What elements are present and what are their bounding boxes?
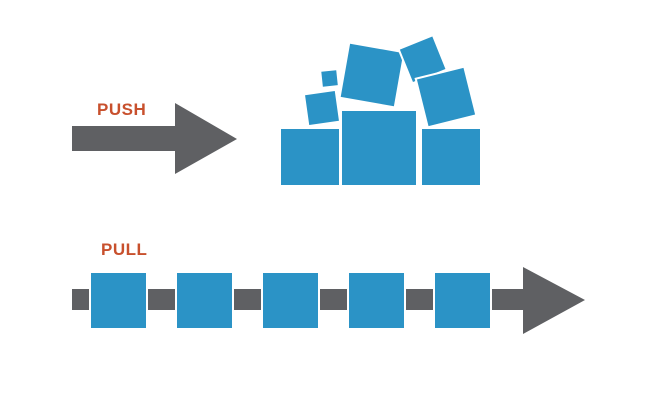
push-block-top-center	[338, 41, 406, 109]
push-block-right-tilted	[414, 65, 478, 129]
push-arrow-icon	[72, 103, 237, 174]
push-block-bottom-left	[279, 127, 341, 187]
pull-block-4	[347, 271, 406, 330]
push-label: PUSH	[97, 100, 147, 119]
pull-block-3	[261, 271, 320, 330]
push-block-pile	[279, 33, 482, 187]
push-block-bottom-right	[420, 127, 482, 187]
pull-block-row	[89, 271, 492, 330]
pull-block-5	[433, 271, 492, 330]
pull-block-2	[175, 271, 234, 330]
push-block-small-left	[302, 88, 342, 128]
push-block-bottom-center	[340, 109, 418, 187]
push-block-tiny	[319, 68, 340, 89]
pull-label: PULL	[101, 240, 148, 259]
pull-arrow-icon	[72, 267, 585, 334]
pull-block-1	[89, 271, 148, 330]
